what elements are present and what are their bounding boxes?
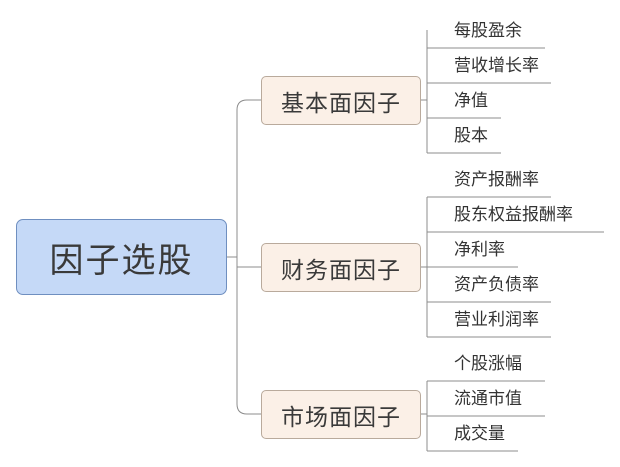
branch1-connector bbox=[421, 30, 428, 153]
leaf-node[interactable]: 资产报酬率 bbox=[454, 170, 539, 190]
branch-node-financial[interactable]: 财务面因子 bbox=[261, 243, 421, 292]
trunk-line bbox=[236, 99, 261, 415]
leaf-node[interactable]: 股本 bbox=[454, 126, 488, 146]
leaf-node[interactable]: 净值 bbox=[454, 91, 488, 111]
leaf-node[interactable]: 个股涨幅 bbox=[454, 354, 522, 374]
branch2-leaf-underlines bbox=[427, 196, 604, 338]
branch-node-fundamental[interactable]: 基本面因子 bbox=[261, 76, 421, 125]
leaf-node[interactable]: 每股盈余 bbox=[454, 21, 522, 41]
branch2-connector bbox=[421, 197, 428, 337]
leaf-node[interactable]: 营业利润率 bbox=[454, 310, 539, 330]
leaf-node[interactable]: 净利率 bbox=[454, 240, 505, 260]
branch-node-market[interactable]: 市场面因子 bbox=[261, 390, 421, 439]
branch3-connector bbox=[421, 381, 428, 451]
leaf-node[interactable]: 成交量 bbox=[454, 424, 505, 444]
leaf-node[interactable]: 营收增长率 bbox=[454, 56, 539, 76]
leaf-node[interactable]: 流通市值 bbox=[454, 389, 522, 409]
leaf-node[interactable]: 股东权益报酬率 bbox=[454, 205, 573, 225]
branch1-leaf-underlines bbox=[427, 47, 551, 154]
leaf-node[interactable]: 资产负债率 bbox=[454, 275, 539, 295]
branch3-leaf-underlines bbox=[427, 380, 545, 452]
root-node[interactable]: 因子选股 bbox=[16, 219, 227, 295]
